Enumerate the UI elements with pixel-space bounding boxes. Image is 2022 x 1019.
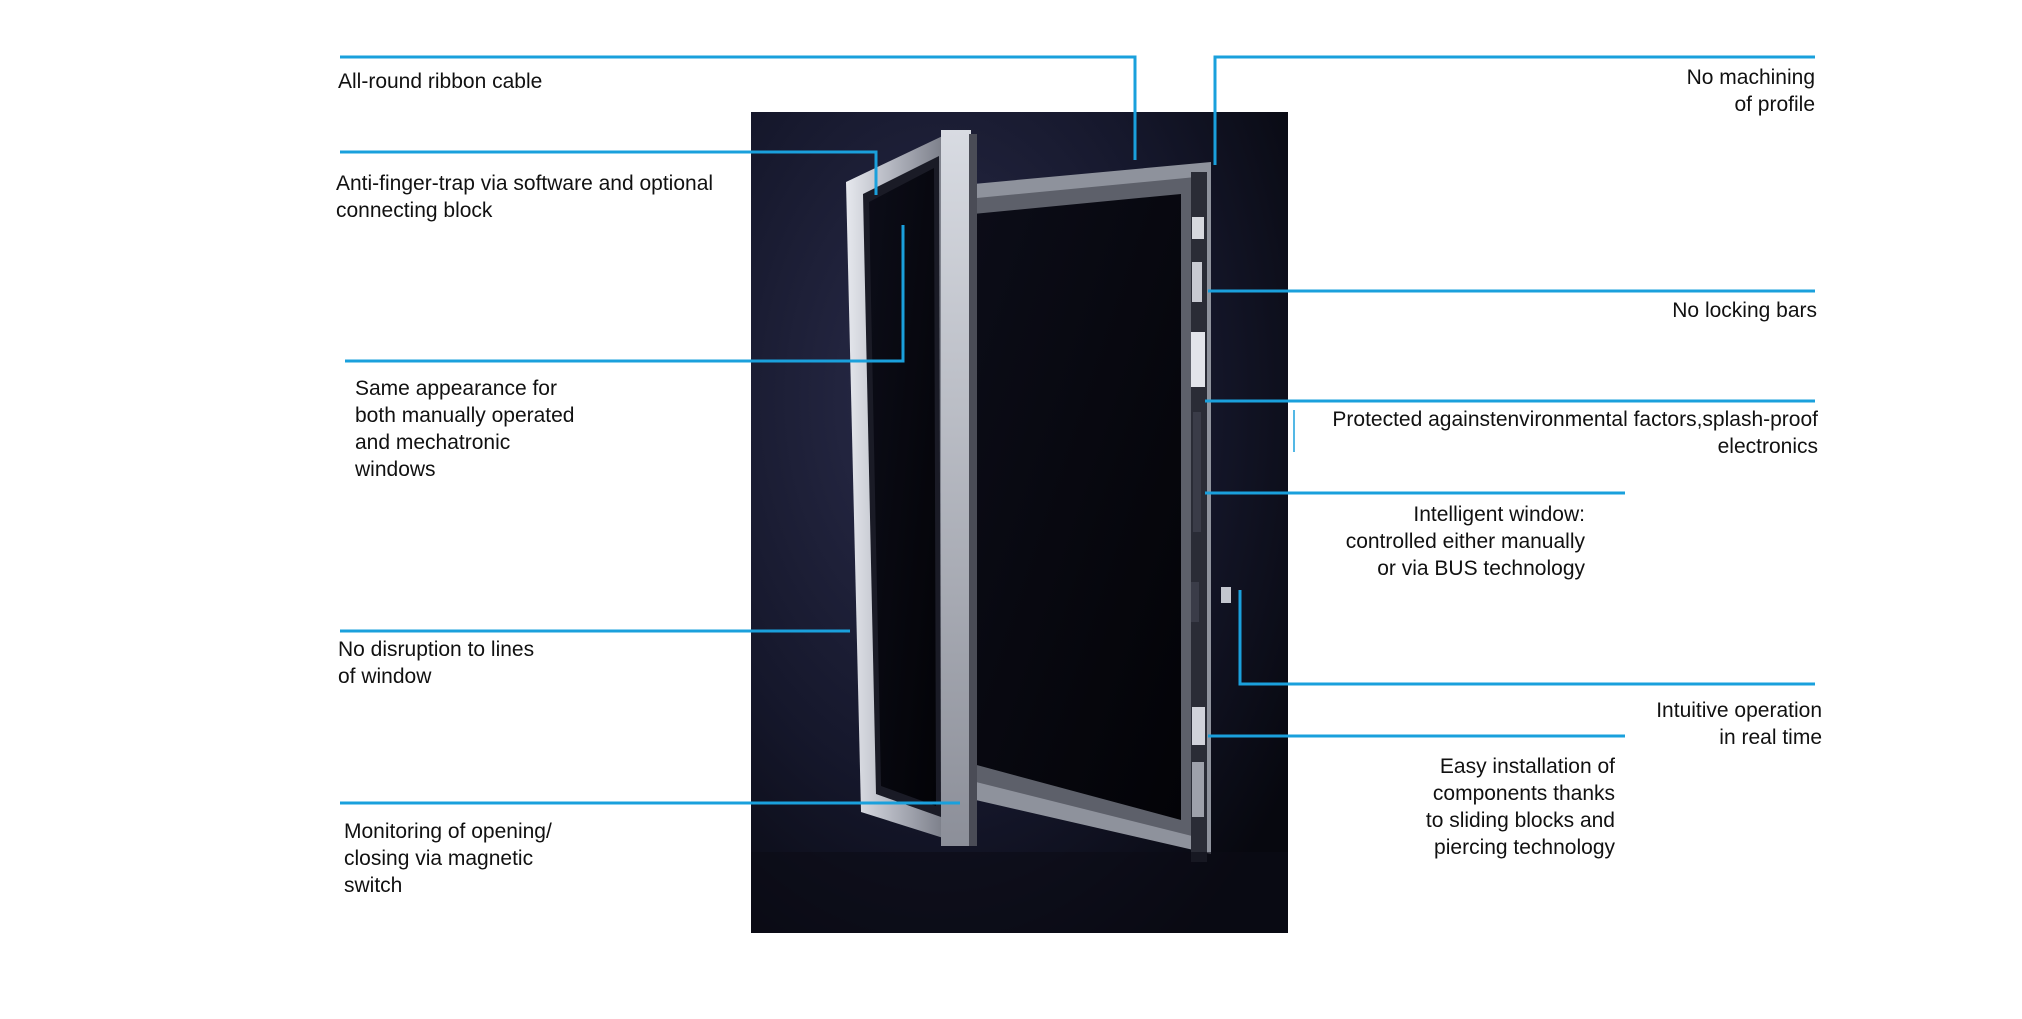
- callout-line: or via BUS technology: [1377, 557, 1585, 580]
- callout-line: Protected againstenvironmental factors,s…: [1332, 408, 1818, 431]
- callout-no-locking-bars: No locking bars: [1672, 297, 1817, 324]
- callout-line: closing via magnetic: [344, 847, 534, 870]
- callout-line: of window: [338, 665, 432, 688]
- callout-protected: Protected againstenvironmental factors,s…: [1332, 406, 1818, 460]
- callout-line: No disruption to lines: [338, 638, 535, 661]
- callout-easy-installation: Easy installation of components thanks to …: [1426, 753, 1615, 861]
- callout-line: Anti-finger-trap via software and option…: [336, 172, 714, 195]
- callout-line: electronics: [1717, 435, 1818, 458]
- callout-line: components thanks: [1432, 782, 1615, 805]
- callout-same-appearance: Same appearance for both manually operate…: [355, 375, 575, 483]
- callout-line: piercing technology: [1434, 836, 1615, 859]
- callout-line: No locking bars: [1672, 299, 1817, 322]
- callout-line: Same appearance for: [355, 377, 557, 400]
- callout-line: controlled either manually: [1345, 530, 1585, 553]
- callout-line: of profile: [1734, 93, 1815, 116]
- callout-anti-finger-trap: Anti-finger-trap via software and option…: [336, 170, 713, 224]
- callout-intuitive-operation: Intuitive operation in real time: [1656, 697, 1822, 751]
- callout-line: Monitoring of opening/: [344, 820, 552, 843]
- callout-intelligent-window: Intelligent window: controlled either man…: [1346, 501, 1585, 582]
- callout-line: and mechatronic: [355, 431, 511, 454]
- callout-line: to sliding blocks and: [1425, 809, 1615, 832]
- callout-ribbon-cable: All-round ribbon cable: [338, 68, 542, 95]
- window-photo: [751, 112, 1288, 933]
- callout-line: Intelligent window:: [1413, 503, 1585, 526]
- leader-intuitive-operation: [1238, 590, 1815, 686]
- callout-line: No machining: [1686, 66, 1815, 89]
- callout-line: Easy installation of: [1439, 755, 1615, 778]
- callout-line: switch: [344, 874, 403, 897]
- callout-monitoring: Monitoring of opening/closing via magnet…: [344, 818, 552, 899]
- callout-line: both manually operated: [355, 404, 575, 427]
- callout-line: in real time: [1719, 726, 1822, 749]
- callout-line: All-round ribbon cable: [338, 70, 543, 93]
- callout-line: connecting block: [336, 199, 493, 222]
- callout-no-disruption: No disruption to lines of window: [338, 636, 534, 690]
- callout-line: Intuitive operation: [1656, 699, 1822, 722]
- callout-line: windows: [355, 458, 436, 481]
- callout-no-machining: No machining of profile: [1687, 64, 1815, 118]
